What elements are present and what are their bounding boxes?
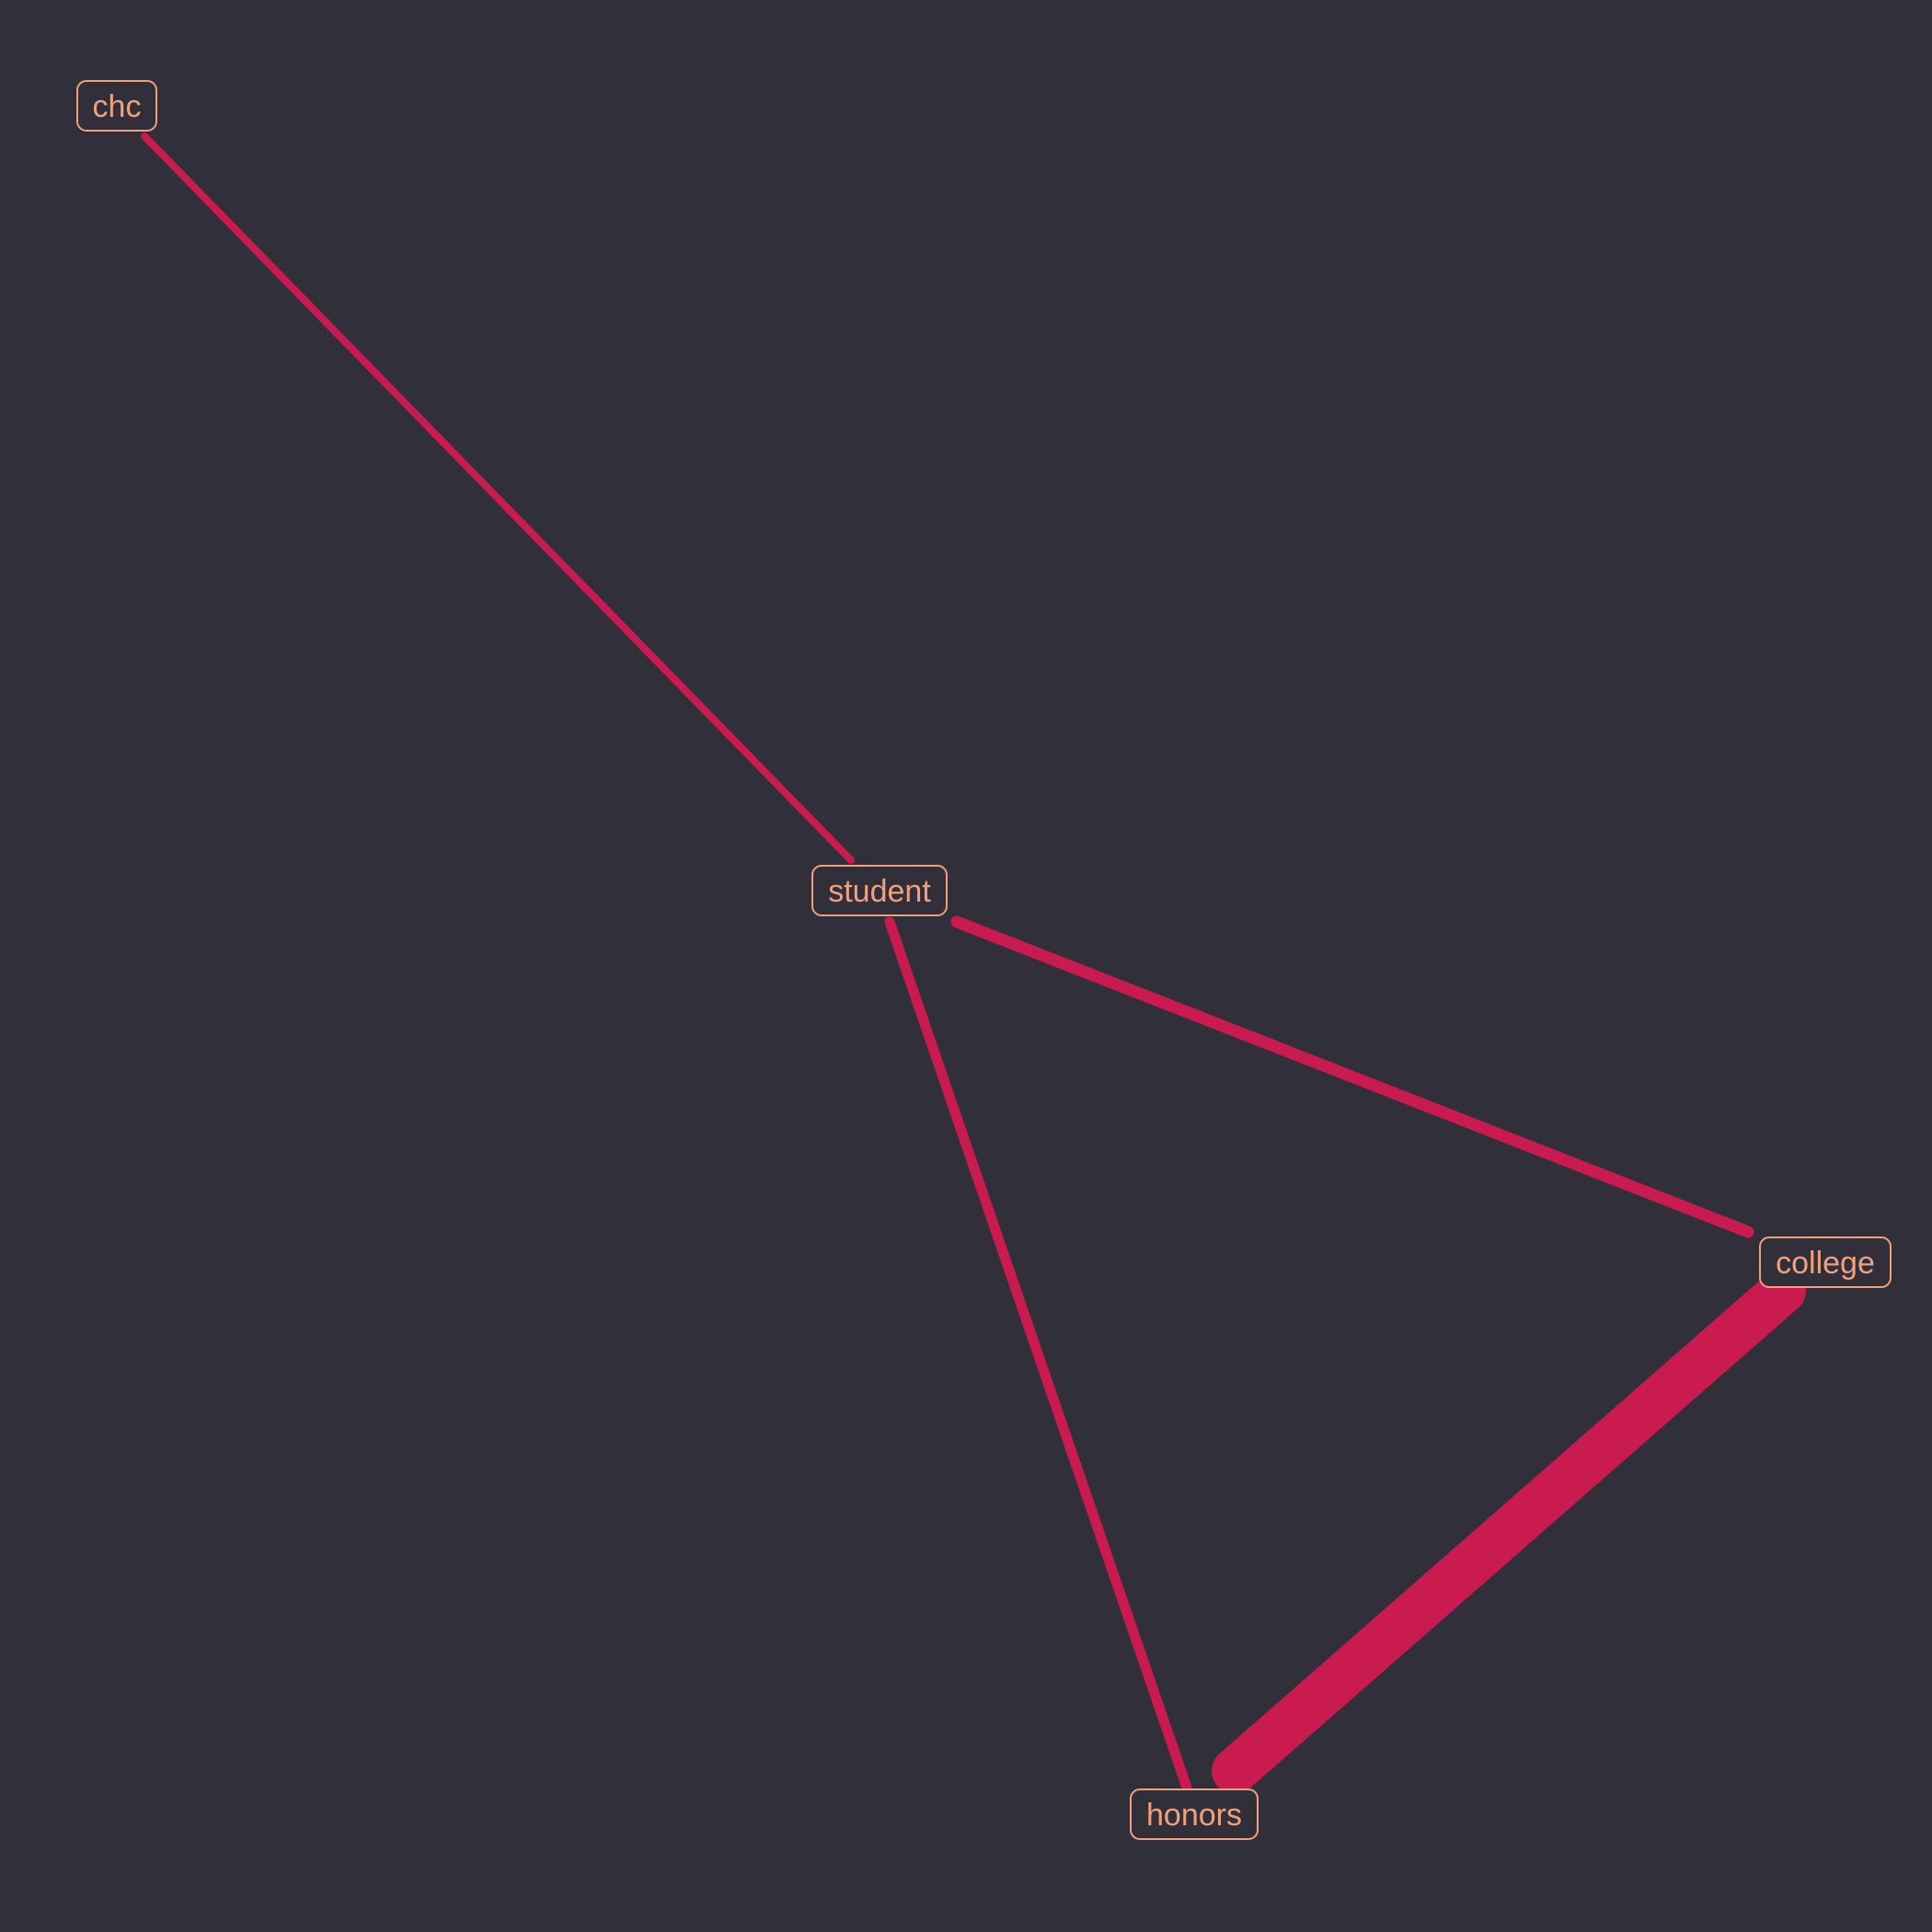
node-college-label: college [1776,1246,1875,1281]
edge-student-honors [884,916,1192,1793]
node-college-box [1759,1236,1892,1288]
node-student-label: student [828,874,931,909]
node-honors[interactable]: honors [1130,1788,1259,1840]
node-honors-box [1130,1788,1259,1840]
node-student-box [811,865,948,916]
node-college[interactable]: college [1759,1236,1892,1288]
node-chc[interactable]: chc [76,80,157,132]
node-chc-box [76,80,157,132]
node-chc-label: chc [93,89,142,124]
edge-college-honors [1212,1268,1806,1794]
node-student[interactable]: student [811,865,948,916]
node-honors-label: honors [1146,1798,1242,1833]
node-layer: chc student college honors [76,80,1892,1840]
edge-chc-student [141,132,855,864]
edge-layer [141,132,1806,1794]
edge-student-college [950,915,1754,1238]
